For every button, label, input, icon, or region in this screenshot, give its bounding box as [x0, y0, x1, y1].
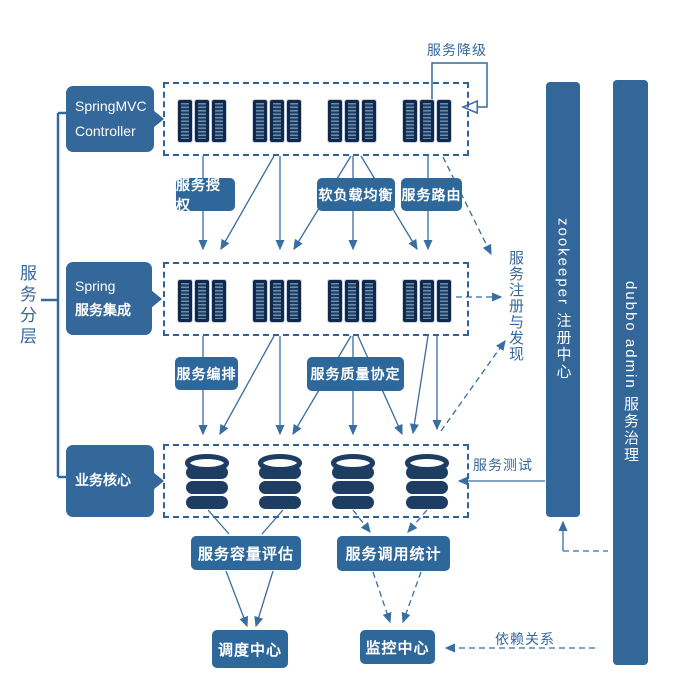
bar-zookeeper-registry: zookeeper 注册中心 [546, 82, 580, 517]
box-service-orchestration: 服务编排 [175, 357, 238, 390]
server-rack-icon [328, 280, 376, 322]
box-service-auth: 服务授权 [176, 177, 235, 213]
server-rack-icon [403, 280, 451, 322]
database-icon [185, 454, 229, 509]
note-registry-discovery: 服务注册与发现 [507, 250, 524, 362]
database-icon [258, 454, 302, 509]
note-service-downgrade: 服务降级 [427, 42, 487, 58]
server-rack-icon [328, 100, 376, 142]
box-service-route: 服务路由 [401, 178, 462, 211]
note-service-test: 服务测试 [473, 457, 533, 473]
cluster-service-servers [163, 262, 469, 336]
bubble-line: Controller [75, 122, 136, 139]
server-rack-icon [403, 100, 451, 142]
layer-bracket [41, 111, 68, 479]
server-rack-icon [253, 100, 301, 142]
bubble-line: Spring [75, 277, 116, 294]
box-soft-load-balance: 软负载均衡 [317, 178, 395, 211]
bar-dubbo-label: dubbo admin 服务治理 [622, 281, 639, 464]
cluster-controller-servers [163, 82, 469, 156]
arrow-top-to-registry [442, 156, 492, 256]
bubble-line: SpringMVC [75, 98, 147, 115]
server-rack-icon [178, 280, 226, 322]
arrow-bottom-to-registry [440, 339, 506, 432]
box-call-stats: 服务调用统计 [337, 536, 450, 571]
box-dispatch-center: 调度中心 [212, 630, 288, 668]
database-icon [331, 454, 375, 509]
service-layer-label: 服务分层 [17, 264, 36, 348]
database-icon [405, 454, 449, 509]
layer-spring-integration: Spring 服务集成 [66, 262, 162, 335]
server-rack-icon [253, 280, 301, 322]
bar-zookeeper-label: zookeeper 注册中心 [554, 218, 572, 381]
layer-business-core: 业务核心 [66, 445, 164, 517]
bar-dubbo-admin: dubbo admin 服务治理 [613, 80, 648, 665]
box-capacity-eval: 服务容量评估 [191, 536, 301, 570]
box-service-qos: 服务质量协定 [307, 357, 404, 391]
layer-springmvc-controller: SpringMVC Controller [66, 86, 164, 152]
server-rack-icon [178, 100, 226, 142]
box-monitor-center: 监控中心 [360, 630, 435, 664]
bubble-line: 服务集成 [75, 302, 131, 318]
bubble-line: 业务核心 [75, 472, 131, 489]
arrow-service-downgrade-loop [431, 62, 488, 107]
note-dependency: 依赖关系 [495, 631, 555, 647]
